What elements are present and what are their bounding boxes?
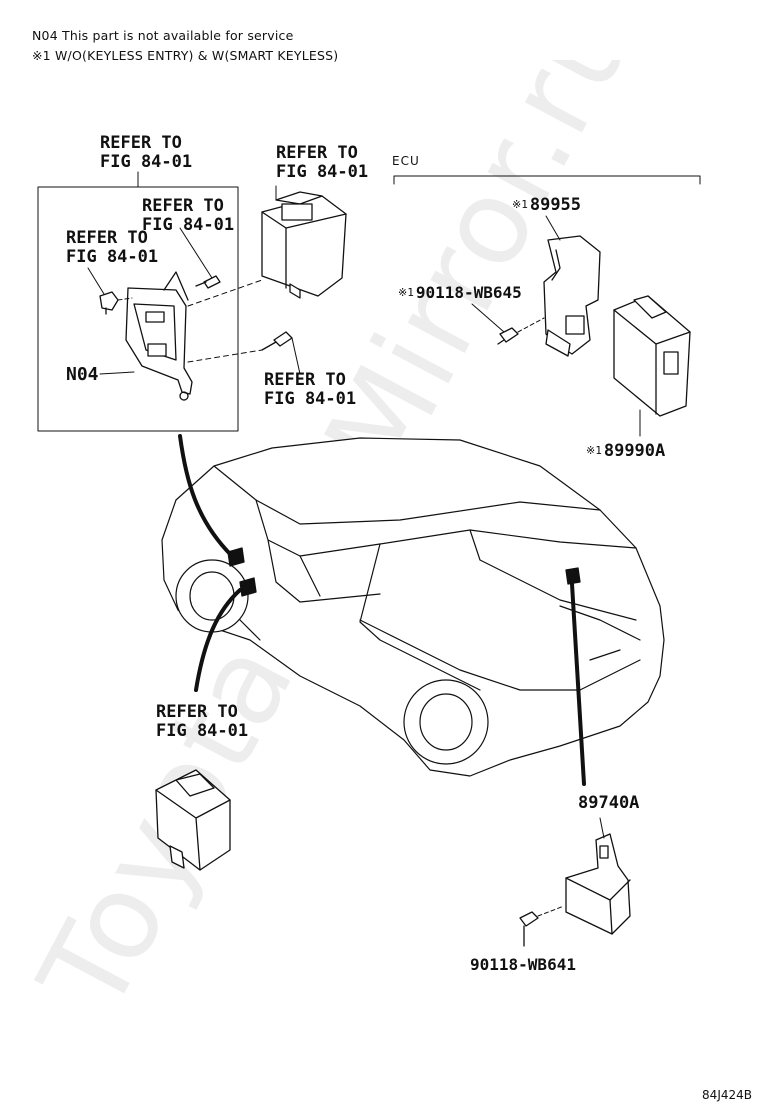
bracket-n04 [125,271,193,401]
location-marker-c [565,567,581,585]
refer-to-label-b: REFER TO FIG 84-01 [276,143,369,182]
mark-1: ※1 [512,198,528,211]
mark-1: ※1 [586,444,602,457]
module-lower-left [155,769,231,871]
leader-thick-89740a [570,582,586,786]
leader-thick-n04 [178,434,234,558]
part-number-89990a: 89990A [603,441,666,461]
car-body [161,437,665,777]
refer-to-label-d: REFER TO FIG 84-01 [66,228,159,267]
location-marker-a [227,547,245,567]
note-not-available: N04 This part is not available for servi… [32,28,294,43]
part-label-89740a: 89740A [578,793,640,813]
sensor-89740a [565,833,631,935]
refer-to-label-e: REFER TO FIG 84-01 [264,370,357,409]
screw-wb641 [519,911,539,947]
part-label-n04: N04 [66,364,99,385]
refer-to-label-c: REFER TO FIG 84-01 [142,196,235,235]
part-number-89955: 89955 [529,195,582,215]
screw-bracket [195,275,221,289]
mark-1: ※1 [398,286,414,299]
ecu-module-89990a [613,295,691,417]
module-top [261,191,347,299]
ecu-bracket-line [393,175,701,185]
leader-thick-lower [194,588,242,692]
screw-wb645 [497,327,519,345]
part-number-90118-wb645: 90118-WB645 [415,283,522,302]
location-marker-b [239,577,257,597]
note-keyless: ※1 W/O(KEYLESS ENTRY) & W(SMART KEYLESS) [32,48,339,63]
ecu-label: ECU [392,154,420,168]
refer-to-label-f: REFER TO FIG 84-01 [156,702,249,741]
figure-code: 84J424B [702,1088,752,1102]
part-label-90118-wb641: 90118-WB641 [470,955,576,974]
ecu-bracket-89955 [543,235,601,357]
refer-to-label-a: REFER TO FIG 84-01 [100,133,193,172]
clip-part [99,291,119,315]
screw-lower [261,331,293,351]
